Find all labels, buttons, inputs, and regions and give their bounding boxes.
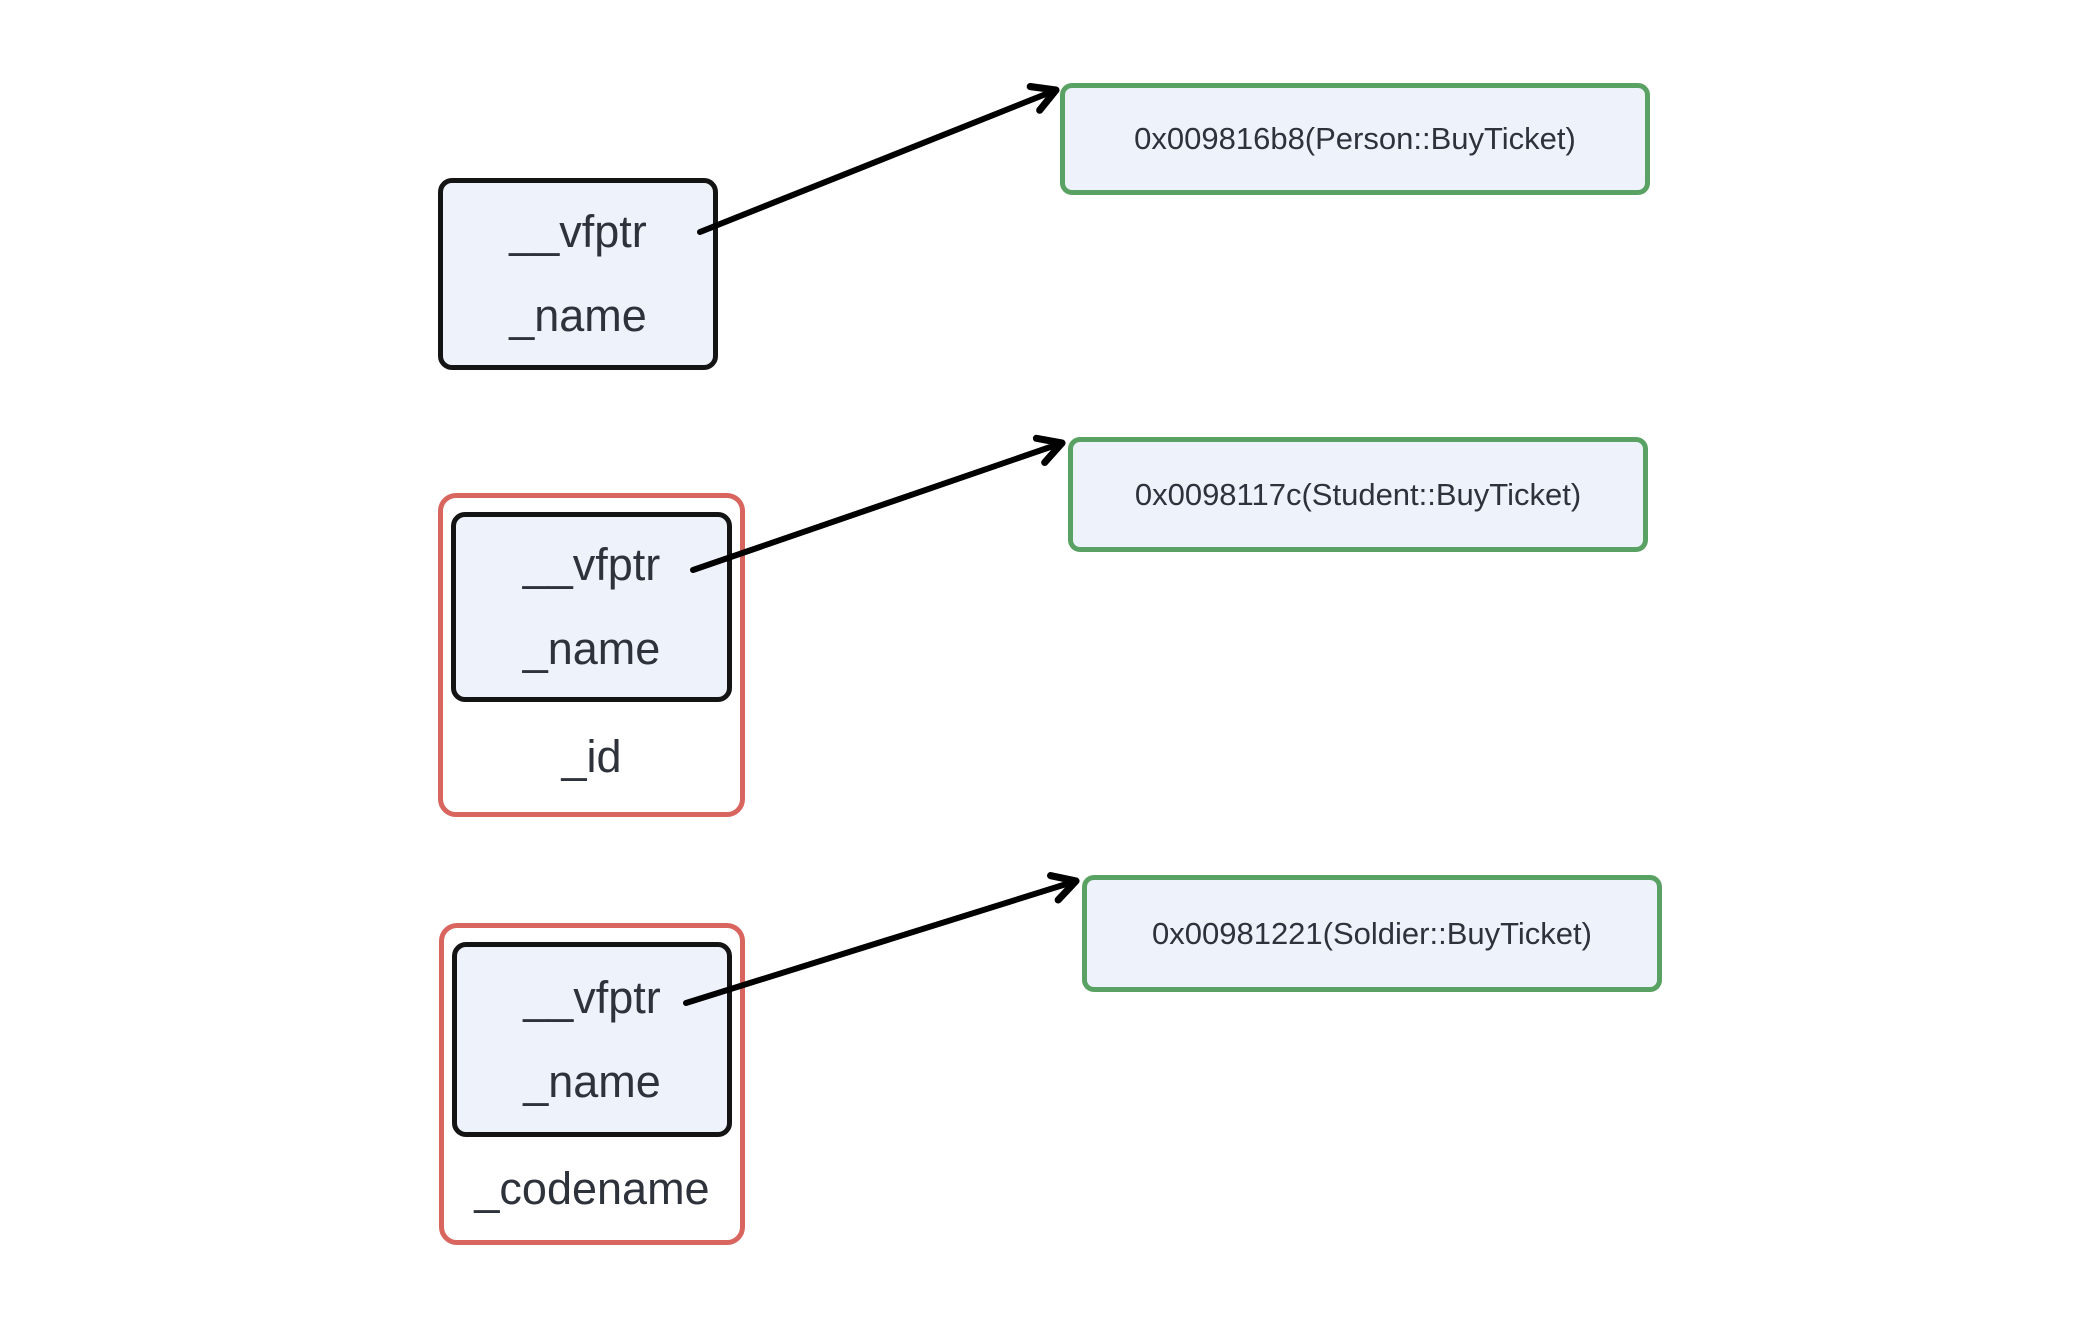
person-name-field: _name bbox=[509, 290, 647, 341]
person-vfptr-field: __vfptr bbox=[509, 206, 647, 257]
soldier-vtable-entry-label: 0x00981221(Soldier::BuyTicket) bbox=[1152, 915, 1592, 951]
soldier-object-box: __vfptr _name _codename bbox=[439, 923, 745, 1245]
soldier-name-field: _name bbox=[523, 1055, 661, 1107]
person-object-box: __vfptr _name bbox=[438, 178, 718, 370]
student-object-box: __vfptr _name _id bbox=[438, 493, 745, 817]
student-vfptr-field: __vfptr bbox=[522, 539, 661, 590]
person-vtable-entry-label: 0x009816b8(Person::BuyTicket) bbox=[1134, 121, 1576, 156]
soldier-vtable-entry: 0x00981221(Soldier::BuyTicket) bbox=[1082, 875, 1662, 992]
soldier-base-subobject-box: __vfptr _name bbox=[452, 942, 732, 1137]
person-vtable-entry: 0x009816b8(Person::BuyTicket) bbox=[1060, 83, 1650, 195]
person-vfptr-arrow bbox=[697, 83, 1060, 235]
student-vfptr-arrow bbox=[690, 434, 1066, 573]
student-vtable-entry: 0x0098117c(Student::BuyTicket) bbox=[1068, 437, 1648, 552]
student-base-subobject-box: __vfptr _name bbox=[451, 512, 732, 702]
student-vtable-entry-label: 0x0098117c(Student::BuyTicket) bbox=[1134, 476, 1582, 512]
soldier-vfptr-field: __vfptr bbox=[523, 971, 661, 1023]
student-id-field: _id bbox=[561, 731, 622, 782]
soldier-codename-field: _codename bbox=[474, 1162, 710, 1214]
student-name-field: _name bbox=[522, 623, 661, 674]
